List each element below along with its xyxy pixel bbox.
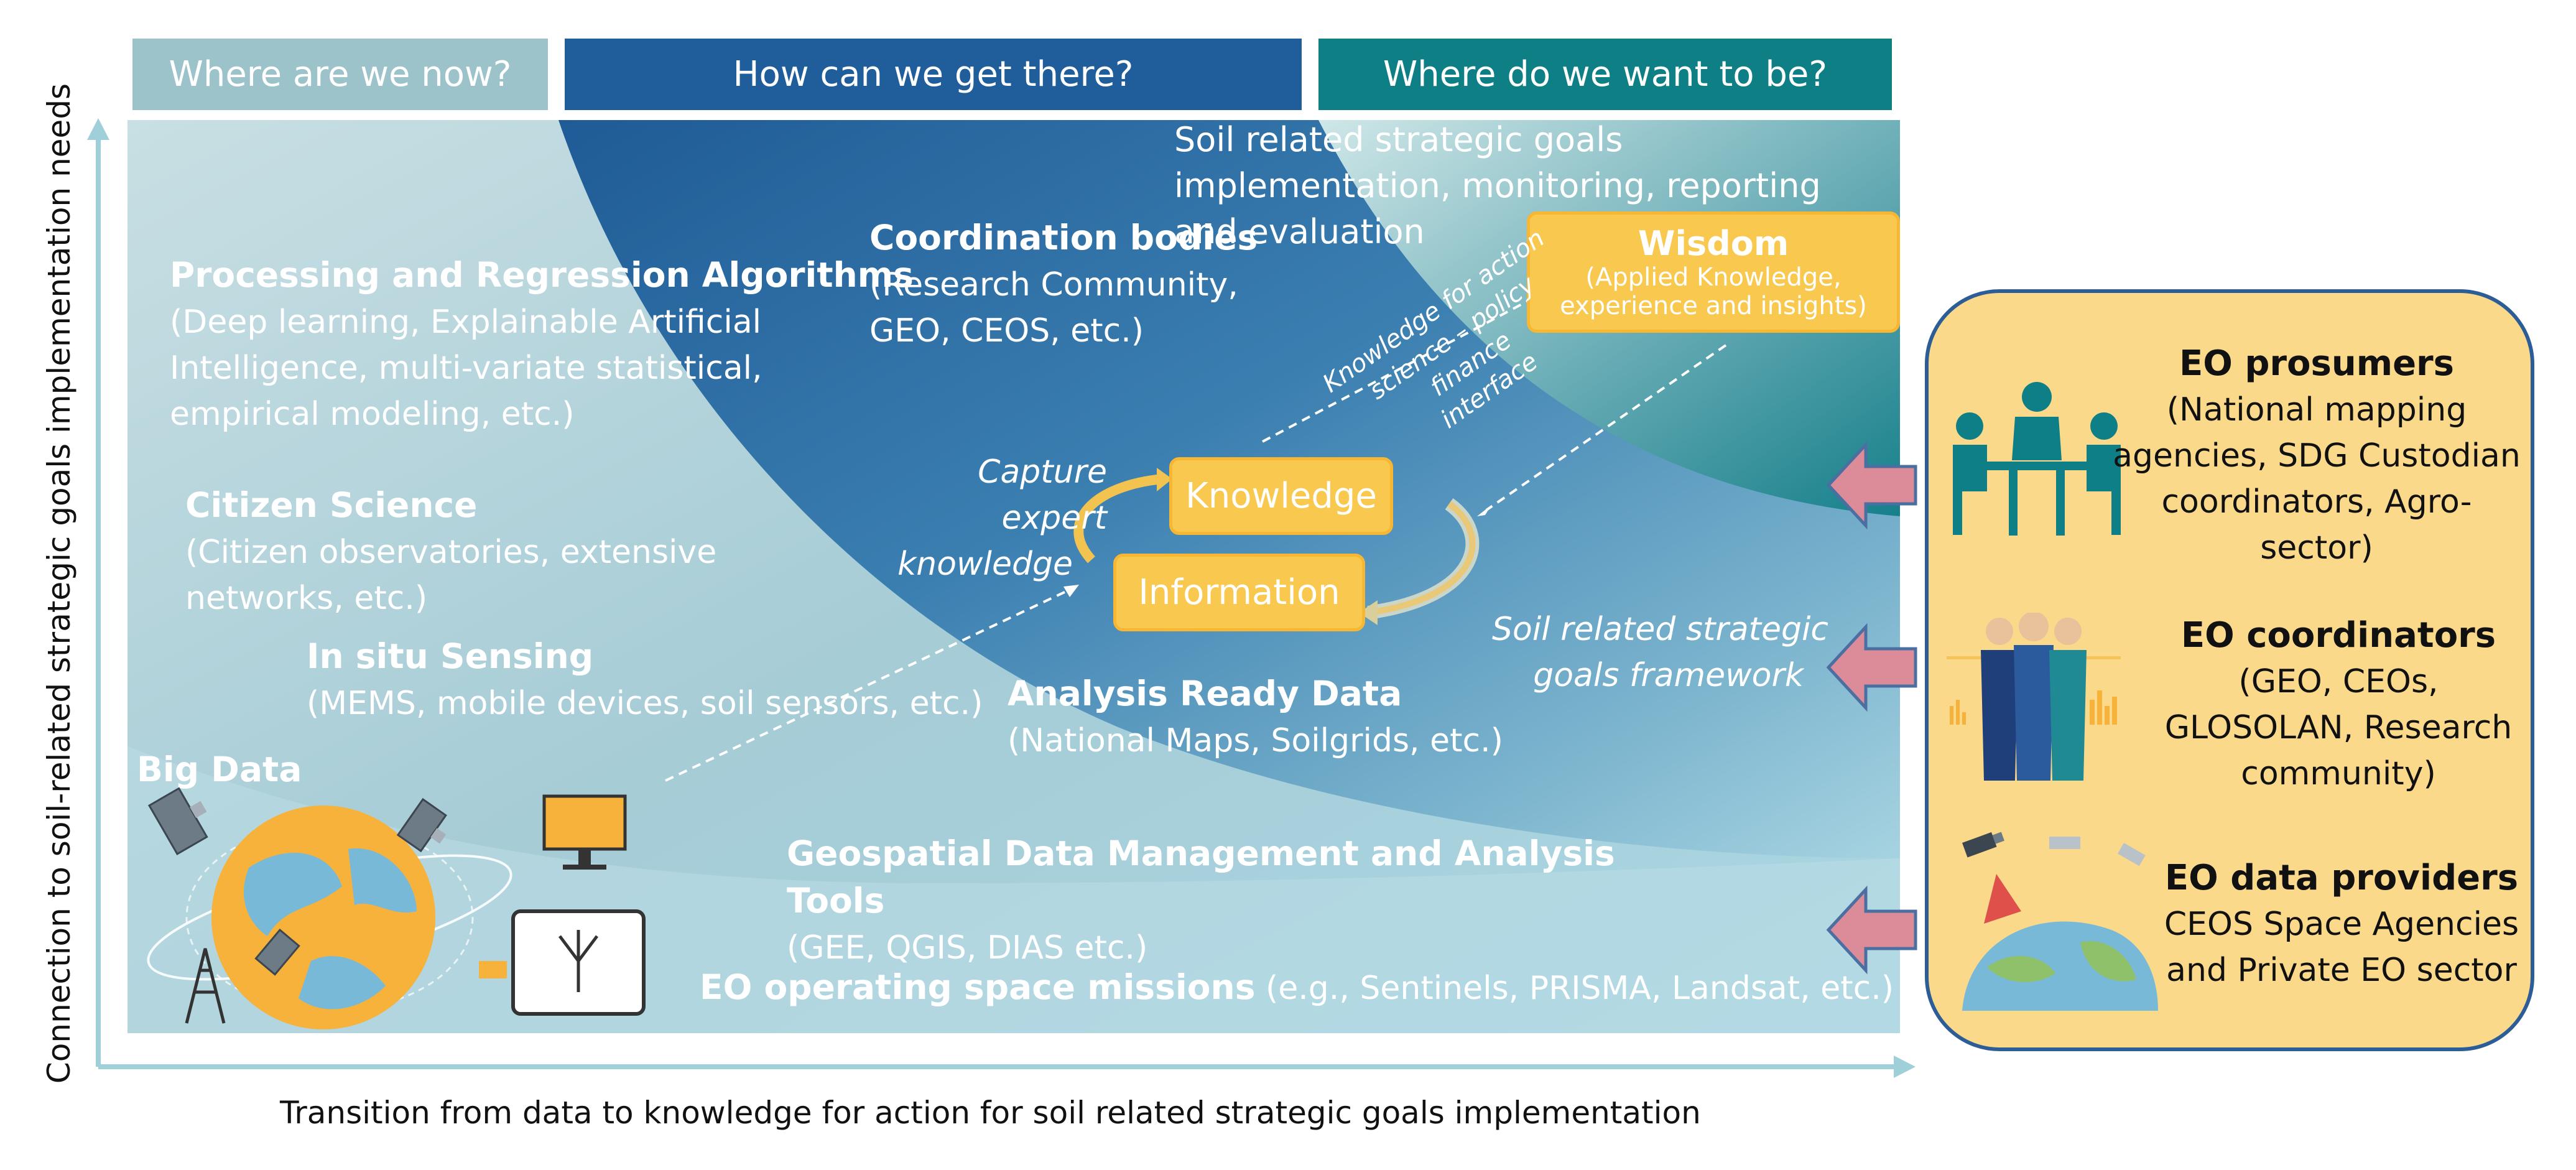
coordination-title: Coordination bodies: [869, 218, 1258, 258]
dashed-arrow-wisdom-to-knowledge: [1485, 344, 1727, 511]
wisdom-subtitle-1: (Applied Knowledge,: [1585, 263, 1842, 292]
knowledge-box: Knowledge: [1169, 457, 1393, 535]
processing-line-3: empirical modeling, etc.): [170, 396, 575, 433]
business-people-icon: [1947, 613, 2121, 781]
coordinators-line-2: GLOSOLAN, Research: [2164, 709, 2513, 746]
insitu-block: In situ Sensing (MEMS, mobile devices, s…: [307, 633, 1053, 727]
prosumers-block: EO prosumers (National mapping agencies,…: [2111, 341, 2522, 571]
satellite-icon: [396, 797, 447, 853]
header-where-want-to-be: Where do we want to be?: [1318, 39, 1892, 110]
capture-expert-label: Capture expert knowledge: [871, 449, 1107, 587]
capture-line-2: knowledge: [897, 546, 1073, 583]
coordinators-title: EO coordinators: [2180, 615, 2496, 656]
coordinators-line-3: community): [2241, 755, 2436, 792]
processing-line-2: Intelligence, multi-variate statistical,: [170, 350, 762, 387]
arrow-prosumers: [1826, 440, 1917, 530]
cycle-arc-top: [1073, 474, 1164, 564]
wisdom-title: Wisdom: [1638, 224, 1789, 263]
tablet-icon: [479, 909, 646, 1016]
satellite-icon: [254, 928, 300, 976]
y-axis-arrowhead: [87, 118, 109, 140]
providers-line-2: and Private EO sector: [2166, 952, 2517, 989]
satellite-earth-icon: [1962, 832, 2158, 1011]
prosumers-line-2: agencies, SDG Custodian: [2113, 437, 2521, 475]
processing-block: Processing and Regression Algorithms (De…: [170, 252, 916, 437]
geospatial-line-1: (GEE, QGIS, DIAS etc.): [787, 929, 1148, 967]
citizen-title: Citizen Science: [185, 485, 478, 525]
coordinators-block: EO coordinators (GEO, CEOs, GLOSOLAN, Re…: [2158, 613, 2519, 797]
processing-line-1: (Deep learning, Explainable Artificial: [170, 304, 762, 341]
citizen-line-2: networks, etc.): [185, 580, 428, 617]
capture-line-1: Capture expert: [978, 453, 1107, 537]
ard-block: Analysis Ready Data (National Maps, Soil…: [1008, 671, 1629, 764]
globe-icon: [211, 806, 435, 1029]
arrow-coordinators: [1826, 623, 1917, 712]
y-axis-label: Connection to soil-related strategic goa…: [41, 83, 77, 1084]
providers-line-1: CEOS Space Agencies: [2164, 906, 2519, 943]
top-right-statement: Soil related strategic goals implementat…: [1174, 120, 1821, 251]
citizen-line-1: (Citizen observatories, extensive: [185, 534, 717, 571]
coordination-line-1: (Research Community,: [869, 266, 1238, 304]
x-axis-label: Transition from data to knowledge for ac…: [280, 1095, 1701, 1131]
framework-line-2: goals framework: [1533, 657, 1804, 694]
processing-title: Processing and Regression Algorithms: [170, 255, 914, 295]
ard-line-1: (National Maps, Soilgrids, etc.): [1008, 722, 1503, 759]
insitu-title: In situ Sensing: [307, 636, 594, 676]
geospatial-block: Geospatial Data Management and Analysis …: [787, 830, 1720, 971]
x-axis-arrowhead: [1894, 1056, 1916, 1078]
header-how-get-there-label: How can we get there?: [733, 54, 1134, 95]
coordination-line-2: GEO, CEOS, etc.): [869, 312, 1144, 350]
providers-block: EO data providers CEOS Space Agencies an…: [2158, 855, 2525, 993]
eo-missions-block: EO operating space missions (e.g., Senti…: [700, 964, 1894, 1011]
header-where-want-to-be-label: Where do we want to be?: [1383, 54, 1828, 95]
wisdom-subtitle-2: experience and insights): [1560, 292, 1867, 320]
eo-missions-title: EO operating space missions: [700, 967, 1256, 1007]
meeting-people-icon: [1953, 382, 2121, 536]
header-how-get-there: How can we get there?: [565, 39, 1302, 110]
coordination-block: Coordination bodies (Research Community,…: [869, 215, 1305, 354]
providers-title: EO data providers: [2164, 858, 2519, 898]
framework-line-1: Soil related strategic: [1492, 611, 1828, 648]
ard-title: Analysis Ready Data: [1008, 674, 1402, 713]
arrow-providers: [1826, 885, 1917, 975]
antenna-tower-icon: [185, 948, 226, 1024]
information-label: Information: [1138, 572, 1340, 613]
satellite-icon: [147, 787, 208, 855]
soil-framework-label: Soil related strategic goals framework: [1480, 606, 1828, 699]
eo-missions-detail: (e.g., Sentinels, PRISMA, Landsat, etc.): [1265, 970, 1894, 1007]
bigdata-block: Big Data: [137, 746, 302, 794]
monitor-icon: [542, 794, 627, 870]
insitu-line-1: (MEMS, mobile devices, soil sensors, etc…: [307, 685, 983, 722]
prosumers-line-4: sector): [2260, 529, 2373, 567]
information-box: Information: [1113, 554, 1365, 631]
prosumers-line-1: (National mapping: [2166, 391, 2467, 429]
header-where-now: Where are we now?: [132, 39, 548, 110]
citizen-block: Citizen Science (Citizen observatories, …: [185, 482, 807, 621]
prosumers-title: EO prosumers: [2179, 343, 2454, 384]
bigdata-illustration: [147, 787, 646, 1029]
bigdata-title: Big Data: [137, 750, 302, 789]
prosumers-line-3: coordinators, Agro-: [2161, 483, 2472, 521]
coordinators-line-1: (GEO, CEOs,: [2238, 663, 2439, 700]
geospatial-title: Geospatial Data Management and Analysis …: [787, 833, 1615, 921]
knowledge-label: Knowledge: [1185, 476, 1377, 516]
header-where-now-label: Where are we now?: [169, 54, 512, 95]
wisdom-box: Wisdom (Applied Knowledge, experience an…: [1527, 211, 1900, 333]
